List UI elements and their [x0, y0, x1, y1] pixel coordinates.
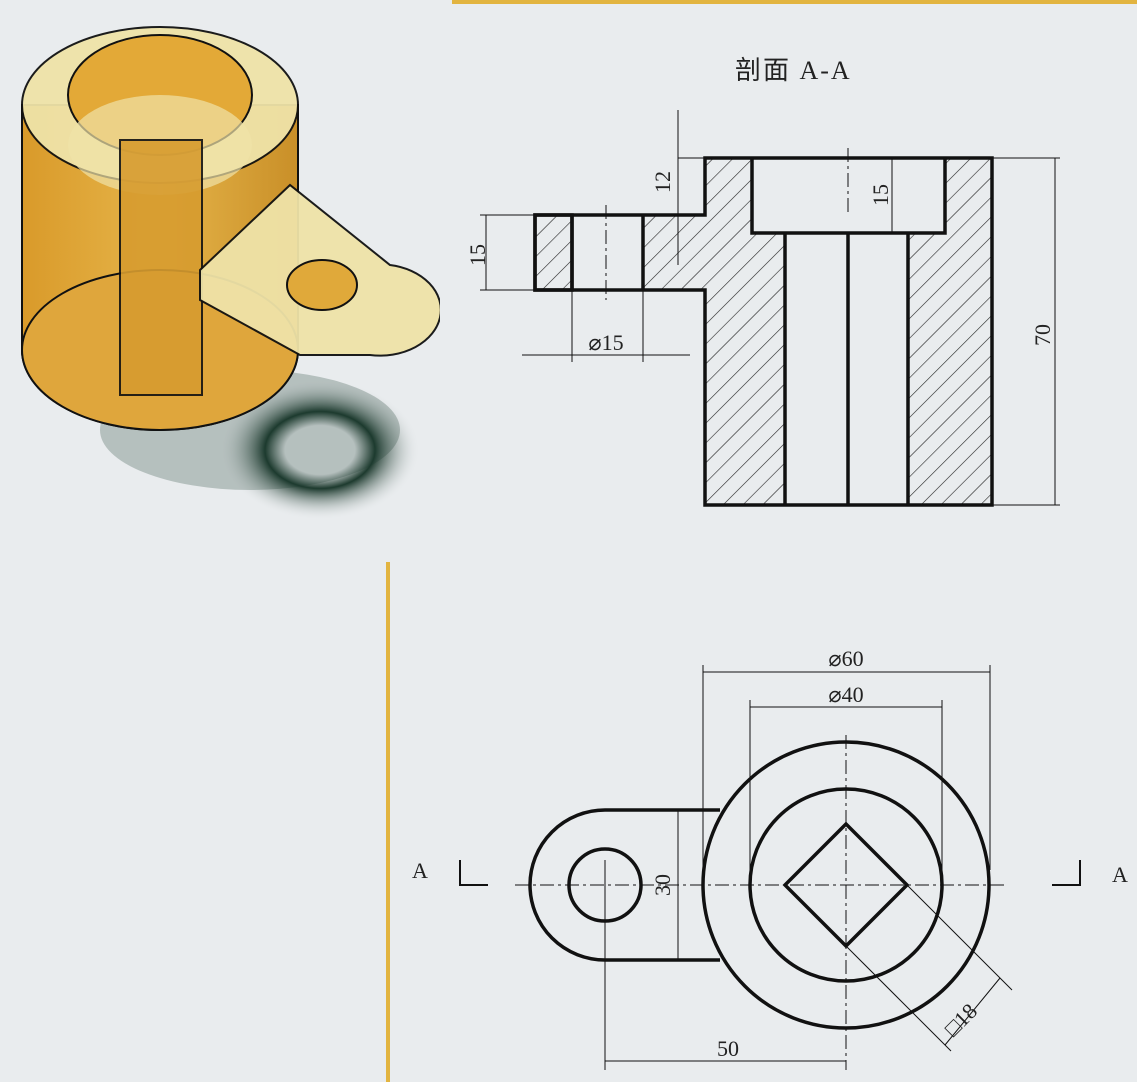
top-view-drawing	[459, 665, 1081, 1070]
section-marker-right: A	[1112, 862, 1128, 887]
dim-center-distance: 50	[717, 1036, 739, 1061]
dim-lug-width: 30	[650, 874, 675, 896]
dim-outer-dia: ⌀60	[828, 646, 863, 671]
dim-square-size: □18	[939, 998, 982, 1041]
dim-flange-thickness: 15	[465, 244, 490, 266]
dim-counterbore-depth: 15	[868, 184, 893, 206]
shadow-shape	[220, 380, 420, 520]
top-accent-rule	[452, 0, 1137, 4]
section-title: 剖面 A-A	[735, 56, 852, 85]
dim-step-height: 12	[650, 171, 675, 193]
dim-inner-dia: ⌀40	[828, 682, 863, 707]
isometric-part-view	[21, 26, 440, 520]
side-accent-rule	[386, 562, 390, 1082]
dim-total-height: 70	[1030, 324, 1055, 346]
section-marker-left: A	[412, 858, 428, 883]
dim-small-hole-dia: ⌀15	[588, 330, 623, 355]
